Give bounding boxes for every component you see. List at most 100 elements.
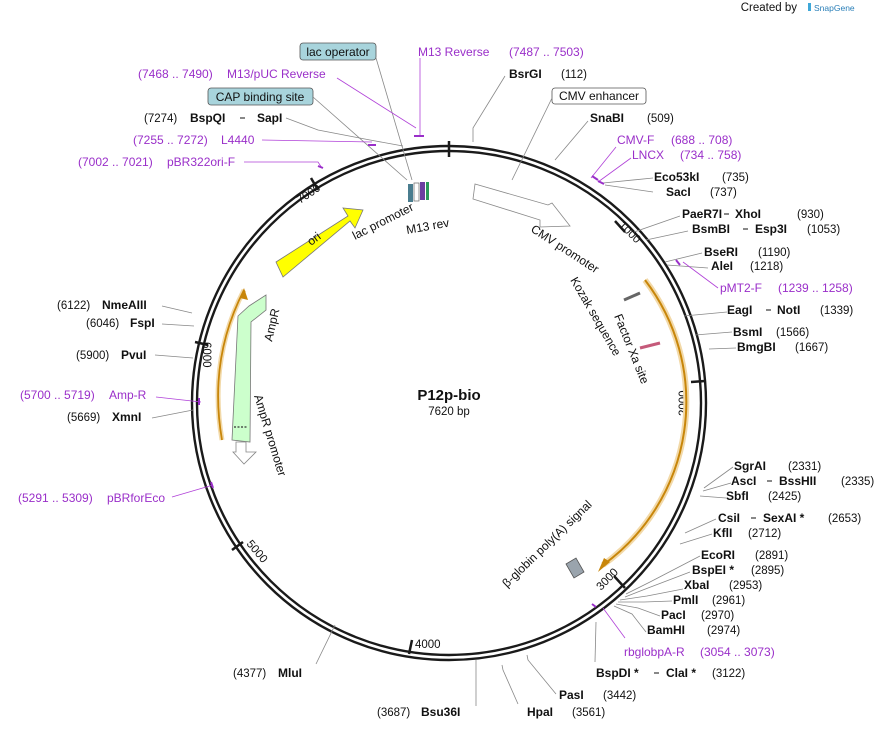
cmv-promoter-label: CMV promoter — [528, 222, 601, 276]
site-paci[interactable]: PacI — [661, 608, 686, 622]
snapgene-brand: SnapGene — [814, 3, 855, 13]
site-paci-pos: (2970) — [701, 610, 734, 622]
site-ecori[interactable]: EcoRI — [701, 548, 735, 562]
site-pasi[interactable]: PasI — [559, 688, 584, 702]
site-bamhi[interactable]: BamHI — [647, 623, 685, 637]
primer-cmv-f-range: (688 .. 708) — [671, 133, 732, 147]
factor-xa-mark[interactable] — [639, 341, 661, 350]
site-bsmbi[interactable]: BsmBI — [692, 222, 730, 236]
site-hpai-pos: (3561) — [572, 707, 605, 719]
site-bsu36i[interactable]: Bsu36I — [421, 705, 460, 719]
primer-l4440[interactable]: L4440 — [221, 133, 255, 147]
site-bspdi[interactable]: BspDI * — [596, 666, 639, 680]
site-mlui[interactable]: MluI — [278, 666, 302, 680]
site-sbfi-pos: (2425) — [768, 491, 801, 503]
plasmid-length: 7620 bp — [428, 406, 470, 418]
site-sgrai-pos: (2331) — [788, 461, 821, 473]
primer-pmt2-f[interactable]: pMT2-F — [720, 281, 762, 295]
site-noti[interactable]: NotI — [777, 303, 800, 317]
site-bspqi[interactable]: BspQI — [190, 111, 225, 125]
site-xbai[interactable]: XbaI — [684, 578, 709, 592]
primer-lncx[interactable]: LNCX — [632, 148, 664, 162]
primer-pbr322ori-f[interactable]: pBR322ori-F — [167, 155, 235, 169]
site-bsu36i-pos: (3687) — [377, 707, 410, 719]
site-asci[interactable]: AscI — [731, 474, 756, 488]
kozak-mark[interactable] — [623, 291, 641, 302]
primer-m13-reverse[interactable]: M13 Reverse — [418, 45, 490, 59]
site-snabi[interactable]: SnaBI — [590, 111, 624, 125]
primer-m13-puc-reverse[interactable]: M13/pUC Reverse — [227, 67, 326, 81]
cmv-promoter-feature[interactable] — [472, 183, 571, 228]
cap-site-block[interactable] — [426, 182, 429, 200]
ampr-orange-line — [217, 289, 245, 441]
site-nmeaiii[interactable]: NmeAIII — [102, 298, 147, 312]
lac-operator-box-label: lac operator — [306, 45, 369, 59]
site-eco53ki[interactable]: Eco53kI — [654, 170, 699, 184]
cap-site-box[interactable] — [207, 87, 314, 106]
site-eco53ki-pos: (735) — [722, 172, 749, 184]
site-ecori-pos: (2891) — [755, 550, 788, 562]
site-bmgbi-pos: (1667) — [795, 342, 828, 354]
site-bspei-pos: (2895) — [751, 565, 784, 577]
site-saci[interactable]: SacI — [666, 185, 691, 199]
site-esp3i[interactable]: Esp3I — [755, 222, 787, 236]
globin-polya-feature[interactable] — [565, 557, 585, 579]
site-sapi[interactable]: SapI — [257, 111, 282, 125]
site-paer7i[interactable]: PaeR7I — [682, 207, 722, 221]
site-bsmi[interactable]: BsmI — [733, 325, 762, 339]
site-bsshii[interactable]: BssHII — [779, 474, 816, 488]
site-bmgbi[interactable]: BmgBI — [737, 340, 776, 354]
gene-orange-arc[interactable] — [602, 279, 688, 566]
created-by-text: Created by — [741, 2, 798, 14]
site-bspqi-pos: (7274) — [144, 113, 177, 125]
primer-rbglobpa-r[interactable]: rbglobpA-R — [624, 645, 685, 659]
primer-pbr322ori-f-range: (7002 .. 7021) — [78, 155, 153, 169]
primer-pbrforeco-range: (5291 .. 5309) — [18, 491, 93, 505]
ori-feature[interactable] — [275, 207, 364, 278]
lac-operator-box[interactable] — [299, 42, 377, 61]
site-bspei[interactable]: BspEI * — [692, 563, 734, 577]
cap-site-box-label: CAP binding site — [216, 90, 305, 104]
site-pvui[interactable]: PvuI — [121, 348, 146, 362]
tick-label-4000: 4000 — [415, 639, 441, 651]
site-clai[interactable]: ClaI * — [666, 666, 696, 680]
primer-pbrforeco[interactable]: pBRforEco — [107, 491, 165, 505]
site-fspi[interactable]: FspI — [130, 316, 155, 330]
tick-marks — [194, 141, 706, 655]
site-bsrgi-pos: (112) — [561, 69, 587, 81]
site-pmli[interactable]: PmlI — [673, 593, 698, 607]
site-bsrgi[interactable]: BsrGI — [509, 67, 542, 81]
site-hpai[interactable]: HpaI — [527, 705, 553, 719]
site-xhoi[interactable]: XhoI — [735, 207, 761, 221]
lac-operator-block[interactable] — [413, 182, 420, 202]
site-nmeaiii-pos: (6122) — [57, 300, 90, 312]
site-bseri[interactable]: BseRI — [704, 245, 738, 259]
lac-promoter-block[interactable] — [408, 184, 413, 202]
site-fspi-pos: (6046) — [86, 318, 119, 330]
site-paer7i-pos: (930) — [797, 209, 824, 221]
ampr-feature[interactable] — [231, 294, 267, 443]
site-alei-pos: (1218) — [750, 261, 783, 273]
site-eagi[interactable]: EagI — [727, 303, 752, 317]
cmv-enhancer-box[interactable] — [551, 87, 647, 105]
primer-marks — [198, 135, 681, 608]
site-sgrai[interactable]: SgrAI — [734, 459, 766, 473]
m13-rev-label: M13 rev — [405, 216, 450, 237]
site-alei[interactable]: AleI — [711, 259, 733, 273]
site-csii[interactable]: CsiI — [718, 511, 740, 525]
site-kfli[interactable]: KflI — [713, 526, 732, 540]
site-sbfi[interactable]: SbfI — [726, 489, 749, 503]
primer-amp-r[interactable]: Amp-R — [109, 388, 147, 402]
leader-lines — [151, 57, 737, 706]
tick-label-6000: 6000 — [200, 342, 212, 368]
site-bseri-pos: (1190) — [758, 247, 791, 259]
ampr-promoter-feature[interactable] — [232, 441, 257, 465]
site-mlui-pos: (4377) — [233, 668, 266, 680]
site-bspdi-pos: (3122) — [712, 668, 745, 680]
primer-cmv-f[interactable]: CMV-F — [617, 133, 654, 147]
primer-amp-r-range: (5700 .. 5719) — [20, 388, 95, 402]
snapgene-logo-icon — [808, 3, 811, 11]
m13-rev-block[interactable] — [420, 182, 425, 200]
site-sexai[interactable]: SexAI * — [763, 511, 805, 525]
site-xmni[interactable]: XmnI — [112, 410, 141, 424]
